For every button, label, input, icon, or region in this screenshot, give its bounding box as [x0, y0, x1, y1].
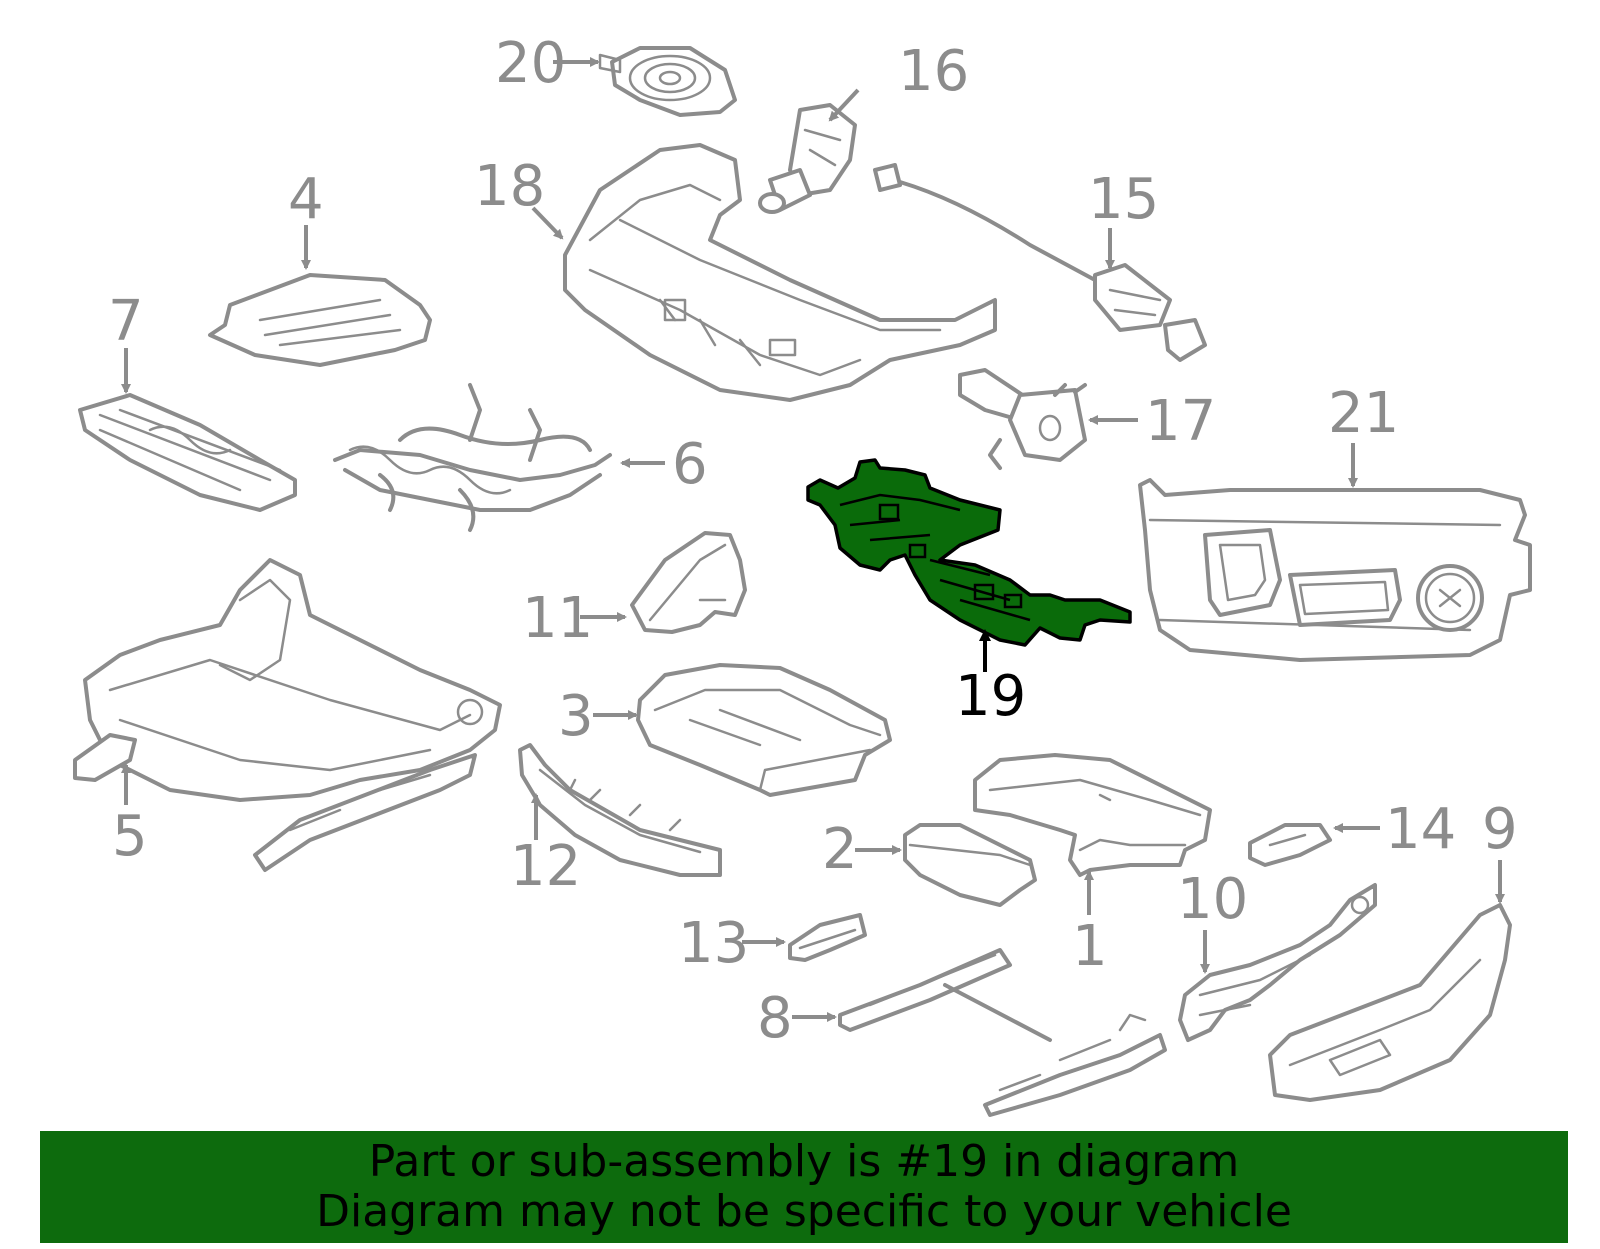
- callout-14: 14: [1385, 797, 1456, 862]
- part-19-bracket-highlighted[interactable]: [806, 458, 1132, 647]
- callout-8: 8: [757, 986, 793, 1051]
- callout-labels: 20 16 15 18 4 7 6 17 21 11 3 19 5 12 2 1…: [108, 31, 1518, 1051]
- part-2-bolster-pad[interactable]: [903, 823, 1037, 907]
- part-1-foam-base[interactable]: [973, 753, 1212, 877]
- callout-11: 11: [522, 586, 593, 651]
- callout-12: 12: [510, 834, 581, 899]
- callout-5: 5: [112, 804, 148, 869]
- callout-16: 16: [898, 39, 969, 104]
- part-5-seat-frame[interactable]: [73, 558, 502, 872]
- callout-3: 3: [558, 684, 594, 749]
- callout-9: 9: [1482, 797, 1518, 862]
- part-3-cushion[interactable]: [636, 663, 892, 797]
- callout-17: 17: [1145, 389, 1216, 454]
- part-17-actuator[interactable]: [958, 368, 1087, 470]
- part-15-cable-actuator[interactable]: [873, 163, 1207, 362]
- callout-19: 19: [955, 664, 1026, 729]
- part-10-recliner[interactable]: [1178, 883, 1377, 1042]
- callout-7: 7: [108, 289, 144, 354]
- leader-lines: [121, 57, 1505, 1022]
- part-18-seat-pan-frame[interactable]: [563, 143, 997, 402]
- callout-20: 20: [495, 31, 566, 96]
- callout-10: 10: [1177, 867, 1248, 932]
- part-14-clip[interactable]: [1248, 823, 1332, 867]
- banner-line-1: Part or sub-assembly is #19 in diagram: [368, 1136, 1240, 1187]
- part-13-small-bracket[interactable]: [788, 913, 867, 962]
- callout-2: 2: [822, 817, 858, 882]
- part-20-speaker[interactable]: [598, 46, 737, 117]
- part-16-motor[interactable]: [758, 103, 857, 214]
- callout-6: 6: [672, 432, 708, 497]
- banner-line-2: Diagram may not be specific to your vehi…: [316, 1186, 1292, 1237]
- part-19-fill: [806, 458, 1132, 647]
- part-12-trim-strip[interactable]: [518, 743, 722, 877]
- callout-15: 15: [1088, 167, 1159, 232]
- part-9-side-panel[interactable]: [1268, 903, 1512, 1102]
- callout-1: 1: [1072, 914, 1108, 979]
- part-4-pan-cover[interactable]: [208, 273, 432, 367]
- part-7-seat-mat[interactable]: [78, 393, 297, 512]
- callout-21: 21: [1328, 381, 1399, 446]
- part-6-springs[interactable]: [333, 383, 612, 532]
- callout-18: 18: [474, 154, 545, 219]
- part-8-seat-track[interactable]: [838, 948, 1167, 1117]
- part-11-side-cover[interactable]: [630, 531, 747, 634]
- part-21-switch-bezel[interactable]: [1138, 478, 1532, 662]
- callout-13: 13: [678, 911, 749, 976]
- info-banner: Part or sub-assembly is #19 in diagram D…: [40, 1131, 1568, 1243]
- callout-4: 4: [288, 167, 324, 232]
